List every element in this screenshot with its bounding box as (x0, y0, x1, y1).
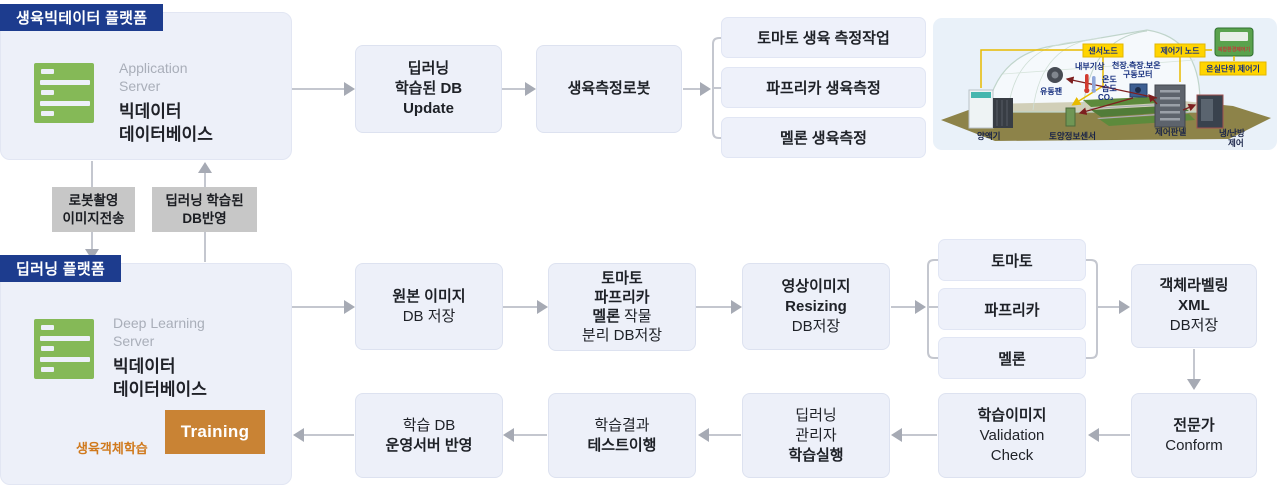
box-line: 전문가 (1173, 416, 1215, 434)
box-line: 딥러닝 (407, 60, 450, 77)
circulation-fan (1047, 67, 1063, 83)
box-line: 작물 (624, 308, 652, 325)
box-original-image-db: 원본 이미지 DB 저장 (355, 263, 503, 350)
box-line: Conform (1165, 436, 1223, 454)
soil-sensor-device (1065, 107, 1076, 127)
box-line: 생육측정로봇 (567, 80, 651, 97)
server-type-label: Server (113, 333, 155, 349)
box-tomato-measure-task: 토마토 생육 측정작업 (721, 17, 926, 58)
motor-label-line2: 구동모터 (1123, 69, 1152, 79)
controller-node-label: 제어기 노드 (1160, 46, 1200, 56)
box-line: 딥러닝 (795, 406, 837, 424)
server-name-label: 데이터베이스 (113, 380, 207, 399)
server-type-label: Server (119, 78, 161, 94)
box-line: DB 저장 (402, 307, 456, 325)
box-deploy-train-db: 학습 DB 운영서버 반영 (355, 393, 503, 478)
greenhouse-figure: 복합환경제어기 센서 (933, 18, 1277, 150)
box-line: DB저장 (791, 317, 841, 335)
box-line: 학습결과 (594, 416, 650, 434)
hvac-device (1196, 94, 1224, 129)
device-label: 복합환경제어기 (1218, 46, 1251, 53)
training-caption: 생육객체학습 (76, 441, 148, 456)
server-icon (34, 319, 94, 379)
server-name-label: 빅데이터 (119, 102, 182, 121)
box-line: 분리 DB저장 (581, 327, 663, 344)
inner-labels: 내부기상 천장.측장.보온 구동모터 온도 습도 CO₂ 유동팬 (1040, 60, 1161, 102)
box-line: 토마토 (601, 270, 643, 287)
chip-trained-db-apply: 딥러닝 학습된 DB반영 (152, 187, 257, 232)
box-crop-melon: 멜론 (938, 337, 1086, 379)
server-name-label: 데이터베이스 (119, 125, 213, 144)
box-line: Update (403, 100, 454, 117)
box-line: 객체라벨링 (1159, 277, 1229, 294)
unit-controller-device: 복합환경제어기 (1214, 27, 1254, 57)
box-line: 학습실행 (788, 446, 844, 464)
red-control-arrows (1065, 76, 1197, 115)
box-line: 영상이미지 (781, 277, 851, 295)
thermometer-icons (1084, 74, 1097, 94)
box-manager-train-exec: 딥러닝 관리자 학습실행 (742, 393, 890, 478)
hvac-label-line1: 냉/난방 (1219, 128, 1245, 138)
control-panel-device (1154, 84, 1186, 128)
hvac-label-line2: 제어 (1228, 138, 1244, 148)
soil-sensor-label: 토양정보센서 (1049, 131, 1096, 141)
nutrient-machine (968, 89, 1013, 129)
fan-label: 유동팬 (1040, 86, 1062, 96)
box-line: 학습이미지 (977, 406, 1047, 424)
unit-controller-label: 온실단위 제어기 (1206, 64, 1260, 74)
deeplearning-platform-header: 딥러닝 플랫폼 (0, 255, 122, 282)
bigdata-server-text: Application Server 빅데이터 데이터베이스 (119, 59, 213, 146)
bigdata-platform-header: 생육빅테이터 플랫폼 (0, 4, 164, 31)
box-validation-check: 학습이미지 Validation Check (938, 393, 1086, 478)
box-paprika-measure: 파프리카 생육측정 (721, 67, 926, 108)
bigdata-platform-box: Application Server 빅데이터 데이터베이스 (0, 12, 292, 160)
box-line: Resizing (785, 297, 847, 315)
box-object-labeling-xml: 객체라벨링 XML DB저장 (1131, 264, 1257, 348)
box-line: 원본 이미지 (392, 287, 466, 305)
box-line: XML (1178, 297, 1210, 314)
co2-label: CO₂ (1098, 93, 1114, 102)
box-image-resizing-db: 영상이미지 Resizing DB저장 (742, 263, 890, 350)
box-test-result: 학습결과 테스트이행 (548, 393, 696, 478)
sensor-node-label: 센서노드 (1088, 46, 1118, 56)
box-line: 파프리카 (594, 289, 650, 306)
temp-label: 온도 (1102, 75, 1117, 84)
box-line: Check (990, 446, 1034, 464)
motor-label-line1: 천장.측장.보온 (1112, 60, 1161, 70)
chip-line: DB반영 (182, 210, 227, 226)
deeplearning-server-text: Deep Learning Server 빅데이터 데이터베이스 (113, 314, 207, 401)
training-box: Training (165, 410, 265, 454)
server-name-label: 빅데이터 (113, 357, 176, 376)
chip-line: 이미지전송 (62, 210, 125, 226)
humidity-label: 습도 (1102, 83, 1117, 93)
yellow-label-chips: 센서노드 제어기 노드 온실단위 제어기 (1082, 43, 1267, 76)
chip-line: 딥러닝 학습된 (165, 192, 244, 208)
ground-labels: 양액기 토양정보센서 제어판넬 냉/난방 제어 (977, 127, 1245, 148)
box-line: 운영서버 반영 (385, 436, 473, 454)
chip-line: 로봇촬영 (68, 192, 119, 208)
box-melon-measure: 멜론 생육측정 (721, 117, 926, 158)
box-line: DB저장 (1169, 317, 1219, 334)
box-line: Validation (979, 426, 1045, 444)
server-type-label: Deep Learning (113, 315, 205, 331)
box-line: 학습된 DB (394, 80, 463, 97)
box-line: 테스트이행 (587, 436, 657, 454)
box-deeplearning-db-update: 딥러닝 학습된 DB Update (355, 45, 502, 133)
box-expert-conform: 전문가 Conform (1131, 393, 1257, 478)
box-growth-measure-robot: 생육측정로봇 (536, 45, 682, 133)
box-line: 멜론 (592, 308, 620, 325)
panel-label: 제어판넬 (1155, 127, 1186, 137)
box-line: 학습 DB (402, 416, 456, 434)
chip-robot-image-transfer: 로봇촬영 이미지전송 (52, 187, 135, 232)
server-type-label: Application (119, 60, 188, 76)
nutrient-label: 양액기 (977, 131, 1000, 141)
box-crop-tomato: 토마토 (938, 239, 1086, 281)
box-line: 관리자 (795, 426, 837, 444)
box-crop-paprika: 파프리카 (938, 288, 1086, 330)
server-icon (34, 63, 94, 123)
inner-weather-label: 내부기상 (1075, 61, 1105, 71)
